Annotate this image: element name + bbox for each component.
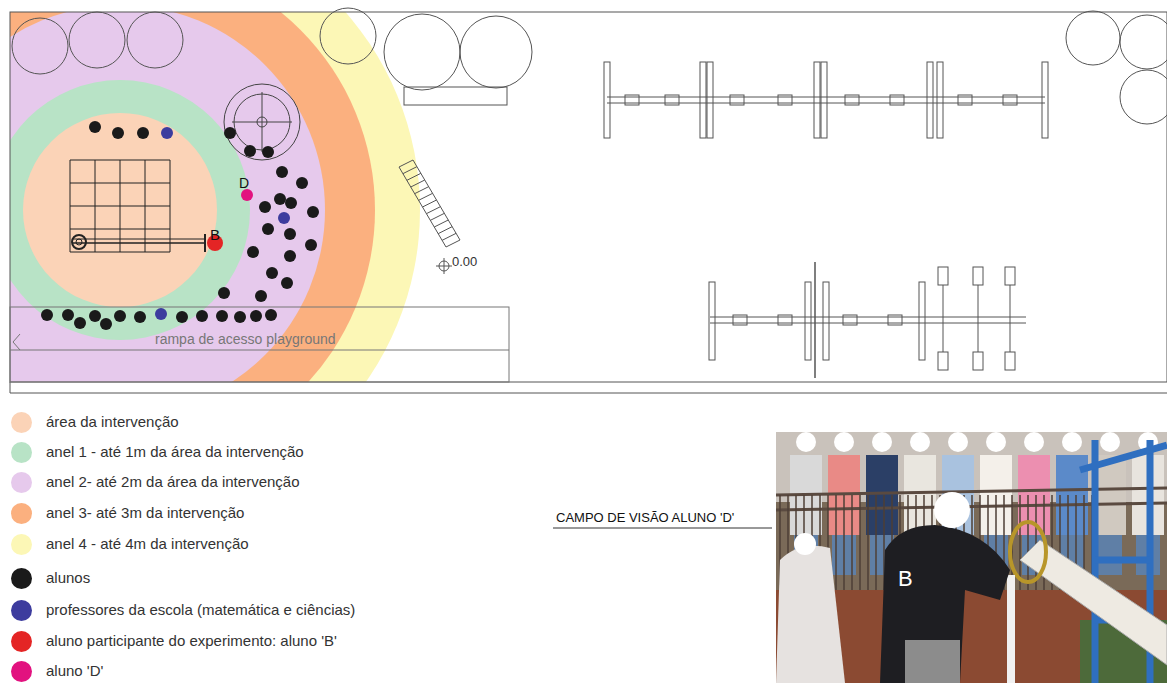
ring-area [10,12,325,382]
person-dot [305,239,317,251]
person-dot [307,206,319,218]
person-dot [284,250,296,262]
person-dot [262,223,274,235]
legend-swatch [11,412,32,433]
legend-text: aluno 'D' [46,662,103,679]
legend-swatch [11,568,32,589]
legend-swatch [11,472,32,493]
person-dot [112,127,124,139]
legend-text: anel 4 - até 4m da intervenção [46,535,249,552]
bench [404,87,507,105]
intervention-grid [70,160,205,252]
legend-text: área da intervenção [46,413,179,430]
distance-rings [10,12,420,382]
person-dot [255,290,267,302]
person-dot [137,127,149,139]
photo-illustration [776,432,1167,683]
person-dot [41,309,53,321]
playground-equipment [604,62,1048,378]
person-dot [276,166,288,178]
person-dot [285,197,297,209]
person-dot [89,121,101,133]
person-dot [284,228,296,240]
person-dot [155,308,167,320]
person-dot [196,310,208,322]
legend-text: alunos [46,569,90,586]
person-dot [281,277,293,289]
ring-area [10,80,250,340]
person-dot [176,311,188,323]
person-dot [274,193,286,205]
plan-outline [10,12,1167,393]
photo-label: B [898,566,913,591]
legend-text: anel 1 - até 1m da área da intervenção [46,443,304,460]
legend-text: aluno participante do experimento: aluno… [46,632,337,649]
person-dot [247,246,259,258]
person-dot [100,318,112,330]
person-dot [224,127,236,139]
legend-swatch [11,503,32,524]
person-dot [278,212,290,224]
legend-swatch [11,661,32,682]
student-label: D [239,175,249,191]
legend-text: anel 3- até 3m da intervenção [46,504,244,521]
person-dot [250,310,262,322]
legend-text: anel 2- até 2m da área da intervenção [46,473,300,490]
photo-caption: CAMPO DE VISÃO ALUNO 'D' [556,511,734,526]
ring-area [10,12,375,382]
person-dot [216,310,228,322]
person-dot [218,287,230,299]
ring-area [23,113,217,307]
ramp [10,307,509,382]
ring-area [10,12,420,382]
person-dot [266,267,278,279]
ramp-label: rampa de acesso playground [155,331,336,347]
person-dot [74,317,86,329]
person-dot [262,146,274,158]
person-dot [62,309,74,321]
level-label: 0.00 [452,255,477,270]
person-dot [234,311,246,323]
person-dot [89,310,101,322]
legend-swatch [11,534,32,555]
tree-symbols [12,8,1167,124]
person-dot [265,309,277,321]
stairs [399,160,460,247]
person-dot [296,177,308,189]
person-dot [134,311,146,323]
student-label: B [210,226,220,243]
round-feature [224,84,300,160]
people-dots [41,121,319,330]
person-dot [114,310,126,322]
legend-swatch [11,631,32,652]
person-dot [244,145,256,157]
label-underline [553,528,772,529]
person-dot [161,127,173,139]
legend-text: professores da escola (matemática e ciên… [46,601,355,618]
legend-swatch [11,442,32,463]
level-marker [436,258,452,274]
person-dot [259,201,271,213]
legend-swatch [11,600,32,621]
